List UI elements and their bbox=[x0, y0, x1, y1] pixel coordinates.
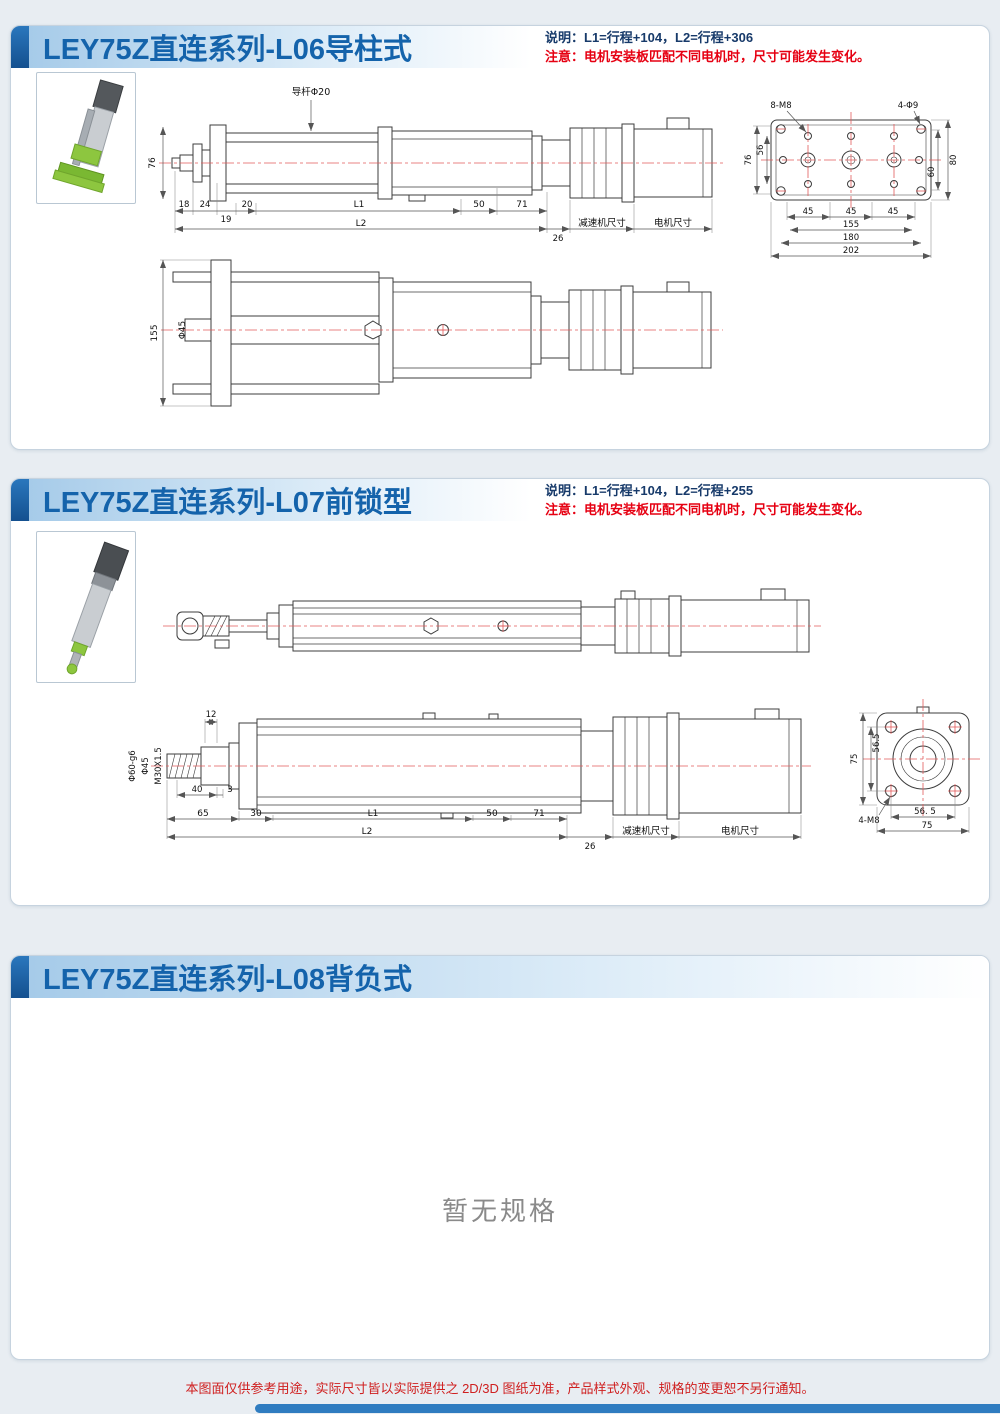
panel-header-l07: LEY75Z直连系列-L07前锁型 说明：L1=行程+104，L2=行程+255… bbox=[11, 479, 989, 521]
dim-L2: L2 bbox=[356, 219, 367, 229]
dim-b565: 56. 5 bbox=[914, 807, 936, 817]
product-photo-l07 bbox=[36, 531, 136, 683]
dim-L2: L2 bbox=[362, 827, 373, 837]
dim-reducer: 减速机尺寸 bbox=[622, 825, 670, 837]
product-photo-l06-render bbox=[52, 79, 124, 194]
panel-body-l06: 导杆Φ20 76 bbox=[11, 68, 989, 449]
header-accent-bar bbox=[11, 479, 29, 521]
header-accent-bar bbox=[11, 26, 29, 68]
footer-disclaimer: 本图面仅供参考用途，实际尺寸皆以实际提供之 2D/3D 图纸为准，产品样式外观、… bbox=[185, 1381, 815, 1396]
dim-v80: 80 bbox=[949, 155, 959, 166]
l07-dimensioned-view: 12 Φ60-g6 Φ45 M30X1.5 40 3 bbox=[128, 708, 811, 852]
section-title-l06: LEY75Z直连系列-L06导柱式 bbox=[43, 34, 412, 66]
dim-155-side: 155 bbox=[150, 324, 160, 341]
panel-body-l08: 暂无规格 bbox=[11, 998, 989, 1359]
l06-end-view: 8-M8 4-Φ9 76 56 60 80 bbox=[744, 101, 959, 259]
dim-26: 26 bbox=[585, 842, 596, 852]
footer-blue-bar bbox=[255, 1404, 1000, 1413]
dim-reducer: 减速机尺寸 bbox=[578, 217, 626, 229]
note-warning: 注意：电机安装板匹配不同电机时，尺寸可能发生变化。 bbox=[545, 501, 871, 517]
panel-header-l06: LEY75Z直连系列-L06导柱式 说明：L1=行程+104，L2=行程+306… bbox=[11, 26, 989, 68]
dim-4-m8: 4-M8 bbox=[858, 816, 879, 826]
drawing-l07: 12 Φ60-g6 Φ45 M30X1.5 40 3 bbox=[128, 588, 983, 852]
dim-50: 50 bbox=[486, 809, 498, 819]
section-l07: LEY75Z直连系列-L07前锁型 说明：L1=行程+104，L2=行程+255… bbox=[10, 478, 990, 906]
product-photo-l06 bbox=[36, 72, 136, 204]
note-warning: 注意：电机安装板匹配不同电机时，尺寸可能发生变化。 bbox=[545, 48, 871, 64]
dim-phi45: Φ45 bbox=[141, 757, 151, 775]
dim-8-m8: 8-M8 bbox=[770, 101, 791, 111]
dim-4-phi9: 4-Φ9 bbox=[898, 101, 919, 111]
section-l08: LEY75Z直连系列-L08背负式 暂无规格 bbox=[10, 955, 990, 1360]
dim-155: 155 bbox=[843, 220, 859, 230]
dim-v75: 75 bbox=[850, 754, 860, 765]
dim-71: 71 bbox=[516, 200, 527, 210]
dim-m30: M30X1.5 bbox=[154, 747, 164, 785]
header-accent-bar bbox=[11, 956, 29, 998]
dim-71: 71 bbox=[533, 809, 544, 819]
dim-26: 26 bbox=[553, 234, 564, 244]
header-notes: 说明：L1=行程+104，L2=行程+306 注意：电机安装板匹配不同电机时，尺… bbox=[531, 26, 989, 68]
dim-18: 18 bbox=[179, 200, 190, 210]
note-description: 说明：L1=行程+104，L2=行程+255 bbox=[545, 483, 754, 498]
dim-30: 30 bbox=[250, 809, 262, 819]
header-notes: 说明：L1=行程+104，L2=行程+255 注意：电机安装板匹配不同电机时，尺… bbox=[531, 479, 989, 521]
dim-180: 180 bbox=[843, 233, 859, 243]
dim-motor: 电机尺寸 bbox=[721, 825, 760, 837]
dim-b75: 75 bbox=[922, 821, 933, 831]
dim-50: 50 bbox=[473, 200, 485, 210]
dim-40: 40 bbox=[192, 785, 203, 795]
dim-24: 24 bbox=[200, 200, 211, 210]
section-title-l08: LEY75Z直连系列-L08背负式 bbox=[43, 964, 412, 996]
dim-45a: 45 bbox=[803, 207, 814, 217]
dim-20: 20 bbox=[242, 200, 253, 210]
dim-12: 12 bbox=[206, 710, 217, 720]
note-description: 说明：L1=行程+104，L2=行程+306 bbox=[545, 30, 754, 45]
dim-v76: 76 bbox=[744, 155, 754, 166]
dim-v565: 56.5 bbox=[872, 734, 882, 753]
dim-motor: 电机尺寸 bbox=[654, 217, 693, 229]
header-title-band: LEY75Z直连系列-L07前锁型 bbox=[29, 479, 531, 521]
dim-76: 76 bbox=[148, 157, 158, 169]
page-footer: 本图面仅供参考用途，实际尺寸皆以实际提供之 2D/3D 图纸为准，产品样式外观、… bbox=[0, 1366, 1000, 1414]
l06-plan-view: 155 Φ45 bbox=[150, 259, 723, 407]
l07-flange-view: 75 56.5 4-M8 56. 5 75 bbox=[850, 699, 983, 834]
header-title-band: LEY75Z直连系列-L06导柱式 bbox=[29, 26, 531, 68]
no-spec-text: 暂无规格 bbox=[441, 1196, 558, 1226]
dim-v56: 56 bbox=[756, 145, 766, 156]
dim-v60: 60 bbox=[927, 167, 937, 178]
header-title-band: LEY75Z直连系列-L08背负式 bbox=[29, 956, 989, 998]
dim-202: 202 bbox=[843, 246, 859, 256]
dim-3: 3 bbox=[227, 785, 232, 795]
dim-19: 19 bbox=[221, 215, 232, 225]
dim-phi45: Φ45 bbox=[178, 321, 188, 340]
panel-header-l08: LEY75Z直连系列-L08背负式 bbox=[11, 956, 989, 998]
dim-guide-rod: 导杆Φ20 bbox=[292, 86, 331, 98]
dim-45c: 45 bbox=[888, 207, 899, 217]
l07-side-view bbox=[163, 588, 821, 657]
section-l06: LEY75Z直连系列-L06导柱式 说明：L1=行程+104，L2=行程+306… bbox=[10, 25, 990, 450]
product-photo-l07-render bbox=[66, 541, 130, 675]
dim-45b: 45 bbox=[846, 207, 857, 217]
l06-side-view: 导杆Φ20 76 bbox=[148, 86, 723, 244]
panel-body-l07: 12 Φ60-g6 Φ45 M30X1.5 40 3 bbox=[11, 521, 989, 905]
drawing-l06: 导杆Φ20 76 bbox=[148, 86, 959, 407]
dim-L1: L1 bbox=[354, 200, 365, 210]
dim-L1: L1 bbox=[368, 809, 379, 819]
section-title-l07: LEY75Z直连系列-L07前锁型 bbox=[43, 487, 412, 519]
dim-phi60: Φ60-g6 bbox=[128, 750, 138, 781]
dim-65: 65 bbox=[197, 809, 208, 819]
